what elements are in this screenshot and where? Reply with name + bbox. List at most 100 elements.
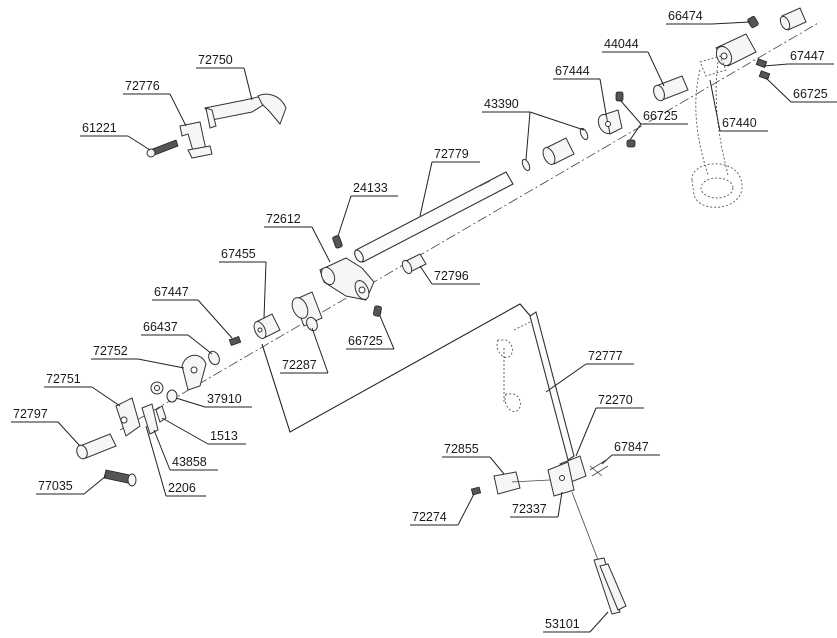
part-drawing-end-cylinder	[779, 7, 807, 31]
part-number-label: 72274	[412, 510, 447, 524]
leader-line	[57, 421, 81, 447]
callout-67455: 67455	[219, 247, 267, 319]
part-number-label: 72776	[125, 79, 160, 93]
part-number-label: 72777	[588, 349, 623, 363]
part-drawing-67440-coupling	[715, 33, 757, 67]
leader-line	[137, 358, 185, 369]
part-drawing-43390-bushing	[521, 127, 589, 172]
part-number-label: 67447	[154, 285, 189, 299]
part-number-label: 72855	[444, 442, 479, 456]
leader-line	[765, 77, 792, 103]
part-drawing-72777-rod	[496, 311, 575, 461]
callout-66725: 66725	[619, 99, 688, 141]
part-number-label: 72796	[434, 269, 469, 283]
leader-line	[545, 363, 587, 393]
leader-line	[169, 93, 187, 127]
leader-line	[153, 429, 171, 471]
callout-72797: 72797	[11, 407, 81, 447]
leader-line	[187, 334, 213, 355]
callout-24133: 24133	[337, 181, 398, 237]
leader-line	[529, 111, 585, 131]
part-number-label: 53101	[545, 617, 580, 631]
leader-line	[711, 21, 751, 25]
part-drawing-72751-plate	[76, 397, 167, 487]
part-number-label: 67455	[221, 247, 256, 261]
callout-72751: 72751	[44, 372, 121, 407]
callout-37910: 37910	[175, 392, 252, 408]
part-number-label: 61221	[82, 121, 117, 135]
callout-61221: 61221	[80, 121, 151, 151]
callout-43390: 43390	[482, 97, 585, 161]
part-drawing-72752-cam	[150, 350, 220, 403]
leader-line	[161, 417, 209, 445]
leader-line	[243, 67, 253, 101]
leader-line	[175, 397, 206, 408]
callout-2206: 2206	[145, 425, 206, 497]
callout-44044: 44044	[602, 37, 665, 87]
leader-line	[419, 161, 433, 217]
part-number-label: 67444	[555, 64, 590, 78]
part-drawing-44044-pin	[653, 75, 689, 102]
leader-line	[263, 261, 267, 319]
part-number-label: 67440	[722, 116, 757, 130]
leader-line	[763, 63, 789, 67]
callout-67444: 67444	[553, 64, 607, 115]
leader-line	[457, 493, 475, 526]
part-number-label: 66725	[793, 87, 828, 101]
callout-53101: 53101	[543, 611, 609, 633]
callout-72776: 72776	[123, 79, 187, 127]
part-drawing-link-route	[261, 303, 533, 433]
callout-72274: 72274	[410, 493, 475, 526]
part-drawing-66474	[747, 16, 759, 28]
leader-line	[709, 79, 721, 132]
callout-43858: 43858	[153, 429, 218, 471]
part-number-label: 44044	[604, 37, 639, 51]
part-drawing-72779-shaft	[354, 171, 514, 263]
part-number-label: 66725	[643, 109, 678, 123]
leader-line	[525, 111, 531, 161]
callout-1513: 1513	[161, 417, 246, 445]
part-number-label: 43390	[484, 97, 519, 111]
part-drawing-67444-collar	[597, 91, 636, 148]
callout-77035: 77035	[36, 475, 107, 495]
part-number-label: 72751	[46, 372, 81, 386]
callout-72337: 72337	[510, 491, 563, 518]
callout-67447: 67447	[763, 49, 834, 67]
leader-line	[127, 135, 151, 151]
leader-line	[145, 425, 167, 497]
part-drawing-dashed-pedal	[691, 55, 743, 208]
callout-66474: 66474	[666, 9, 751, 25]
part-number-label: 43858	[172, 455, 207, 469]
part-number-label: 72779	[434, 147, 469, 161]
part-number-label: 72287	[282, 358, 317, 372]
part-drawing-67455-collar	[253, 313, 281, 339]
part-number-label: 72612	[266, 212, 301, 226]
part-drawing-72287-hub	[291, 291, 323, 332]
part-drawing-53101-arm	[593, 557, 627, 615]
callout-72287: 72287	[280, 327, 329, 374]
leader-line	[589, 611, 609, 633]
leader-line	[647, 51, 665, 87]
callout-66437: 66437	[141, 320, 213, 355]
callout-66725: 66725	[765, 77, 837, 103]
part-number-label: 2206	[168, 481, 196, 495]
part-number-label: 1513	[210, 429, 238, 443]
part-labels: 66474 44044 67447 67444 66725 43390 66725 67440…	[11, 9, 837, 633]
part-drawing-72750-linkage	[146, 93, 287, 159]
leader-line	[619, 99, 642, 125]
leader-line	[419, 265, 433, 285]
callout-72270: 72270	[575, 393, 644, 457]
leader-line	[601, 454, 613, 465]
part-drawing-72270-block	[470, 455, 609, 561]
part-number-label: 66725	[348, 334, 383, 348]
leader-line	[337, 195, 352, 237]
leader-line	[629, 123, 642, 141]
part-drawing-66725-screw	[373, 305, 382, 317]
part-number-label: 66437	[143, 320, 178, 334]
part-drawing-72796-pin	[401, 253, 427, 275]
callout-72779: 72779	[419, 147, 480, 217]
part-drawing-67447-screws	[755, 58, 771, 81]
part-number-label: 72270	[598, 393, 633, 407]
part-number-label: 66474	[668, 9, 703, 23]
callout-67440: 67440	[709, 79, 768, 132]
